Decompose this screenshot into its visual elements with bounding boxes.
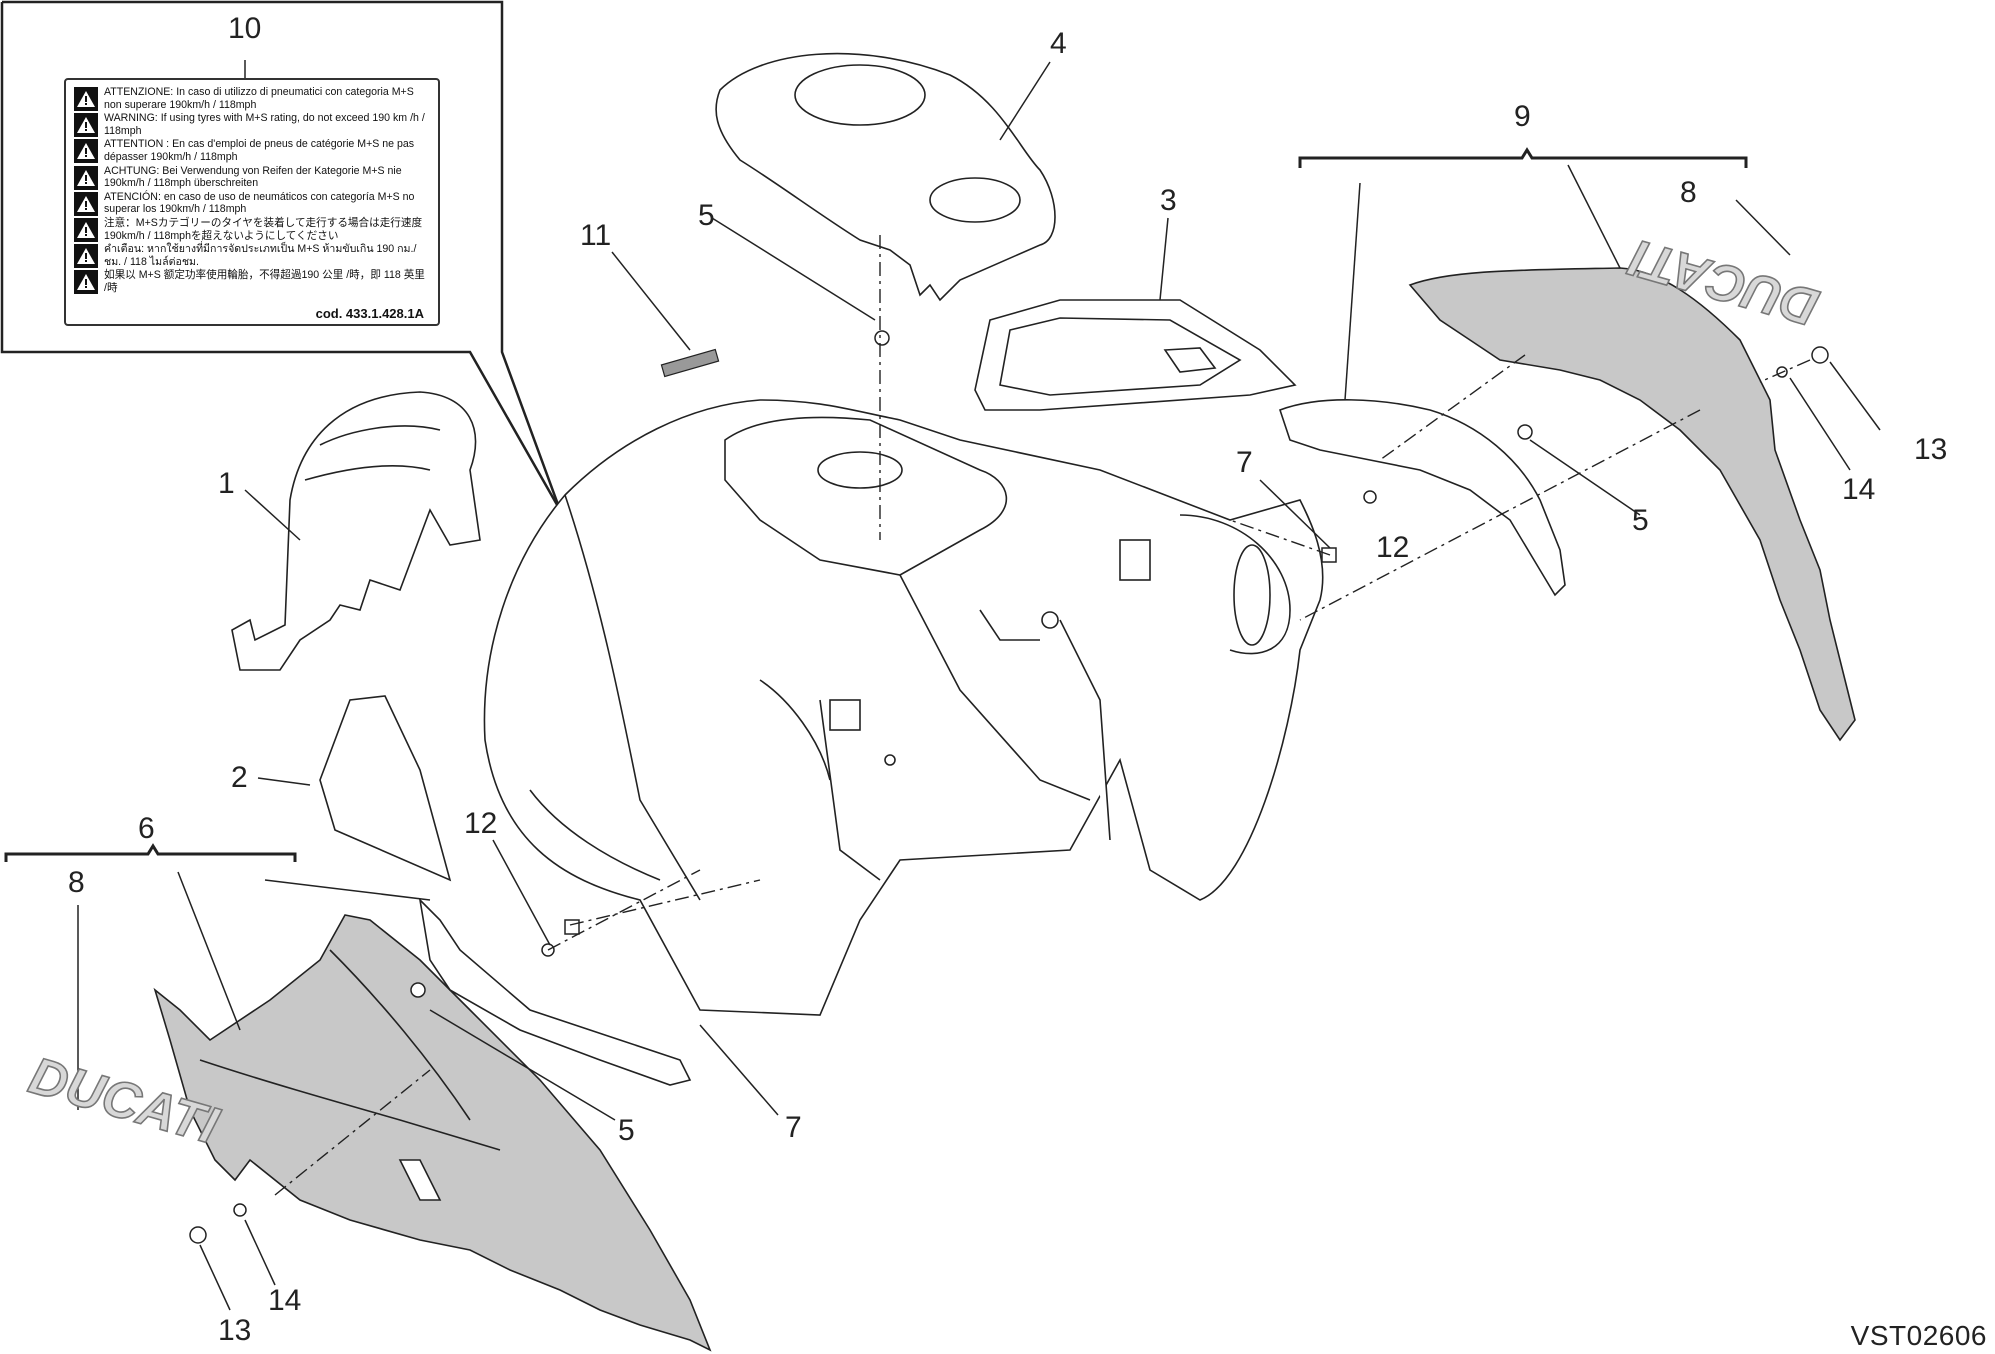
warning-line: ATENCIÓN: en caso de uso de neumáticos c… xyxy=(74,191,430,216)
part-2-gasket xyxy=(319,695,452,882)
leader-lines xyxy=(77,60,1881,1311)
warning-text: ATTENZIONE: In caso di utilizzo di pneum… xyxy=(104,86,414,111)
callout-5-left: 5 xyxy=(618,1114,635,1147)
callout-8-right: 8 xyxy=(1680,176,1697,209)
warning-text: ATENCIÓN: en caso de uso de neumáticos c… xyxy=(104,190,415,216)
diagram-reference-code: VST02606 xyxy=(1850,1320,1987,1351)
callout-12-right: 12 xyxy=(1376,531,1409,564)
warning-text: ACHTUNG: Bei Verwendung von Reifen der K… xyxy=(104,164,402,190)
callout-12-left: 12 xyxy=(464,807,497,840)
callout-numbers: 10 4 9 8 3 5 11 1 7 13 14 12 5 2 12 6 8 … xyxy=(68,12,1947,1347)
part-4-top-cover xyxy=(715,52,1056,302)
screw-13-left xyxy=(189,1226,207,1244)
group-brace-6 xyxy=(4,843,297,862)
group-brace-9 xyxy=(1298,147,1748,168)
callout-13-right: 13 xyxy=(1914,433,1947,466)
warning-triangle-icon xyxy=(74,139,98,164)
callout-9: 9 xyxy=(1514,100,1531,133)
callout-5-top: 5 xyxy=(698,199,715,232)
warning-line: 注意：M+Sカテゴリーのタイヤを装着して走行する場合は走行速度190km/h /… xyxy=(74,217,430,242)
part-8-right-side-panel xyxy=(1408,267,1856,742)
label-part-code: cod. 433.1.428.1A xyxy=(315,306,424,321)
part-3-tank-pad xyxy=(974,299,1297,411)
part-6-inner-bracket xyxy=(418,897,692,1086)
callout-2: 2 xyxy=(231,761,248,794)
warning-text: ATTENTION : En cas d'emploi de pneus de … xyxy=(104,138,415,163)
warning-line: 如果以 M+S 额定功率使用輪胎，不得超過190 公里 /時，即 118 英里 … xyxy=(74,269,430,295)
callout-4: 4 xyxy=(1050,27,1067,60)
callout-6: 6 xyxy=(138,812,155,845)
label-callout-frame xyxy=(0,0,562,511)
part-6-left-side-panel xyxy=(153,914,712,1352)
clip-7-left xyxy=(564,919,580,935)
part-9-inner-panel xyxy=(1278,399,1566,597)
clip-5-left xyxy=(410,982,426,998)
warning-triangle-icon xyxy=(74,270,98,295)
warning-line: ATTENTION : En cas d'emploi de pneus de … xyxy=(74,138,430,164)
warning-text: คำเตือน: หากใช้ยางที่มีการจัดประเภทเป็น … xyxy=(104,243,417,268)
washer-12-right xyxy=(1363,490,1377,504)
callout-8-left: 8 xyxy=(68,866,85,899)
warning-triangle-icon xyxy=(74,244,98,269)
callout-14-left: 14 xyxy=(268,1284,301,1317)
part-11-decal xyxy=(660,348,720,378)
callout-13-left: 13 xyxy=(218,1314,251,1347)
warning-line: ACHTUNG: Bei Verwendung von Reifen der K… xyxy=(74,165,430,190)
warning-triangle-icon xyxy=(74,217,98,242)
callout-7-left: 7 xyxy=(785,1111,802,1144)
callout-14-right: 14 xyxy=(1842,473,1875,506)
warning-triangle-icon xyxy=(74,165,98,190)
hardware xyxy=(189,330,1829,1244)
warning-line: WARNING: If using tyres with M+S rating,… xyxy=(74,112,430,138)
callout-5-right: 5 xyxy=(1632,504,1649,537)
clip-5-top xyxy=(874,330,890,346)
warning-text: WARNING: If using tyres with M+S rating,… xyxy=(104,112,425,137)
callout-3: 3 xyxy=(1160,184,1177,217)
callout-10: 10 xyxy=(228,12,261,45)
warning-text: 注意：M+Sカテゴリーのタイヤを装着して走行する場合は走行速度190km/h /… xyxy=(104,216,423,242)
warning-line: คำเตือน: หากใช้ยางที่มีการจัดประเภทเป็น … xyxy=(74,243,430,269)
part-1-tank-cover xyxy=(231,391,481,671)
callout-7-right: 7 xyxy=(1236,446,1253,479)
warning-line: ATTENZIONE: In caso di utilizzo di pneum… xyxy=(74,86,430,111)
callout-11: 11 xyxy=(580,219,611,252)
part-10-warning-label: ATTENZIONE: In caso di utilizzo di pneum… xyxy=(64,78,440,326)
screw-13-right xyxy=(1811,346,1829,364)
callout-1: 1 xyxy=(218,467,235,500)
assembly-lines xyxy=(274,235,1811,1196)
warning-triangle-icon xyxy=(74,113,98,138)
clip-5-right xyxy=(1517,424,1533,440)
warning-triangle-icon xyxy=(74,87,98,111)
warning-triangle-icon xyxy=(74,191,98,216)
fuel-tank xyxy=(483,399,1324,1016)
warning-text: 如果以 M+S 额定功率使用輪胎，不得超過190 公里 /時，即 118 英里 … xyxy=(104,269,425,294)
washer-14-left xyxy=(233,1203,247,1217)
